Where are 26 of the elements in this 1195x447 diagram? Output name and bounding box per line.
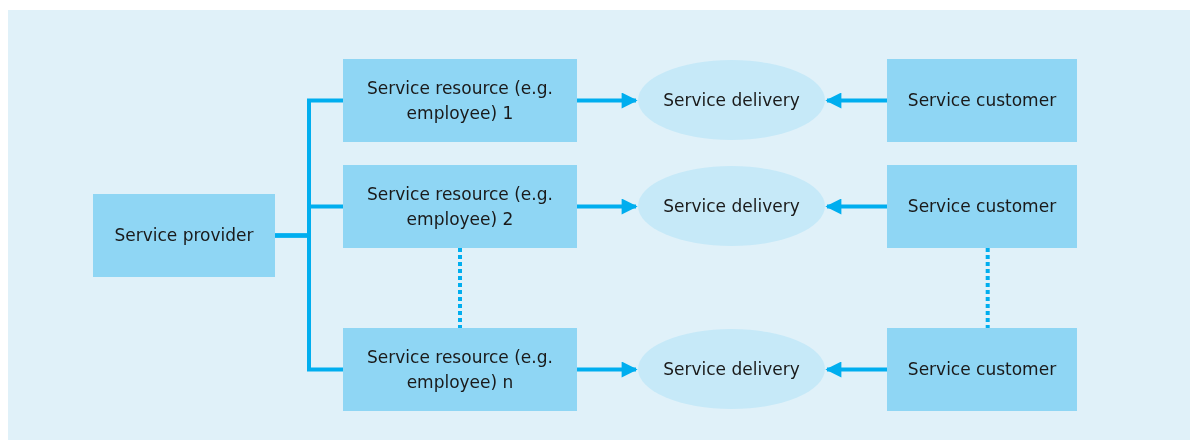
service-box [343,328,577,411]
service-box [887,59,1077,142]
service-box [343,165,577,248]
arrow [577,361,638,378]
arrow [825,198,887,215]
arrow [577,92,638,109]
service-box [887,165,1077,248]
node-label: Service delivery [663,357,800,381]
service-box [343,59,577,142]
node-label: Service resource (e.g. employee) 1 [366,76,554,125]
dotted-line [985,248,990,328]
node-label: Service customer [907,358,1057,382]
node-label: Service resource (e.g. employee) n [366,345,554,394]
node-label: Service customer [907,89,1057,113]
node-label: Service delivery [663,194,800,218]
node-label: Service provider [114,224,254,248]
arrow [825,92,887,109]
service-box [887,328,1077,411]
arrow [577,198,638,215]
node-label: Service delivery [663,88,800,112]
node-label: Service customer [907,195,1057,219]
arrow [825,361,887,378]
service-box [93,194,275,277]
node-label: Service resource (e.g. employee) 2 [366,182,554,231]
dotted-line [458,248,462,328]
connector-line [275,233,343,372]
